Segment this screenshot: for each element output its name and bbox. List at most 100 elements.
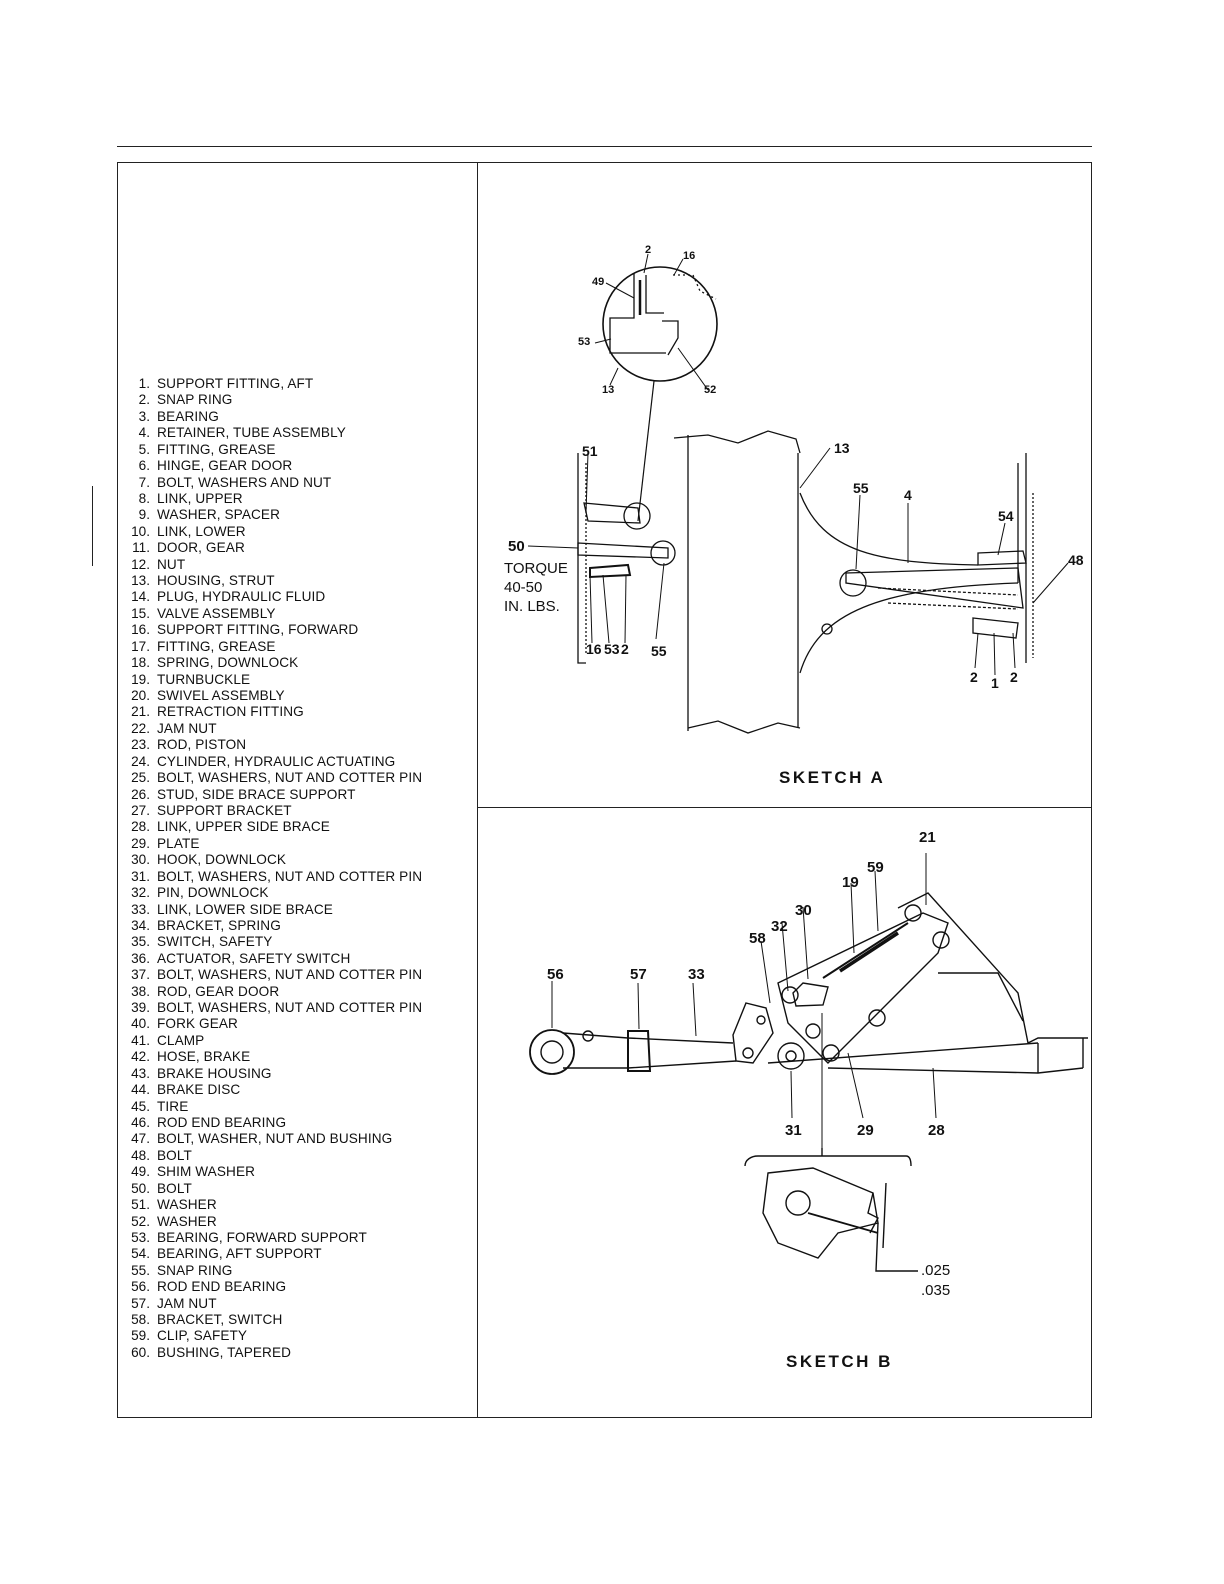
part-number: 45. xyxy=(131,1098,150,1114)
parts-list-item: 55.SNAP RING xyxy=(120,1263,470,1279)
part-number: 22. xyxy=(131,720,150,736)
callout-13: 13 xyxy=(834,440,850,456)
parts-list-item: 34.BRACKET, SPRING xyxy=(120,918,470,934)
callout-2-c: 2 xyxy=(1010,669,1018,685)
part-name: SNAP RING xyxy=(157,1262,233,1278)
sketch-a-leaders xyxy=(527,253,1069,676)
part-number: 6. xyxy=(138,458,150,474)
parts-list-item: 13. HOUSING, STRUT xyxy=(120,573,470,589)
parts-list-item: 32.PIN, DOWNLOCK xyxy=(120,885,470,901)
part-number: 13. xyxy=(131,573,150,589)
parts-list-item: 14.PLUG, HYDRAULIC FLUID xyxy=(120,589,470,605)
parts-list-item: 4.RETAINER, TUBE ASSEMBLY xyxy=(120,425,470,441)
part-name: ROD END BEARING xyxy=(157,1279,287,1295)
parts-list-item: 11.DOOR, GEAR xyxy=(120,540,470,556)
torque-line-1: TORQUE xyxy=(504,560,568,577)
callout-48: 48 xyxy=(1068,552,1084,568)
callout-29: 29 xyxy=(857,1122,874,1139)
part-number: 31. xyxy=(131,868,150,884)
parts-list-item: 36.ACTUATOR, SAFETY SWITCH xyxy=(120,951,470,967)
callout-16: 16 xyxy=(586,641,602,657)
parts-list-item: 33.LINK, LOWER SIDE BRACE xyxy=(120,902,470,918)
callout-19: 19 xyxy=(842,874,859,891)
part-name: BEARING, AFT SUPPORT xyxy=(157,1246,322,1262)
part-number: 7. xyxy=(138,474,150,490)
side-brace-linkage xyxy=(529,892,1088,1075)
parts-list-item: 26.STUD, SIDE BRACE SUPPORT xyxy=(120,787,470,803)
parts-list-item: 2.SNAP RING xyxy=(120,392,470,408)
callout-32: 32 xyxy=(771,918,788,935)
part-name: RETAINER, TUBE ASSEMBLY xyxy=(157,425,346,441)
part-number: 54. xyxy=(131,1246,150,1262)
parts-list-item: 29.PLATE xyxy=(120,836,470,852)
parts-list-item: 31.BOLT, WASHERS, NUT AND COTTER PIN xyxy=(120,869,470,885)
part-name: WASHER xyxy=(157,1197,217,1213)
callout-31: 31 xyxy=(785,1122,802,1139)
part-number: 17. xyxy=(131,638,150,654)
callout-2-b: 2 xyxy=(970,669,978,685)
callout-30: 30 xyxy=(795,902,812,919)
part-name: HOUSING, STRUT xyxy=(157,573,275,589)
part-name: BRAKE DISC xyxy=(157,1082,241,1098)
parts-list-item: 60.BUSHING, TAPERED xyxy=(120,1345,470,1361)
parts-list-item: 49.SHIM WASHER xyxy=(120,1164,470,1180)
sketch-b-title: SKETCH B xyxy=(786,1352,893,1371)
part-number: 60. xyxy=(131,1344,150,1360)
sketch-b xyxy=(529,853,1088,1272)
callout-52: 52 xyxy=(704,384,716,396)
parts-list-item: 38. ROD, GEAR DOOR xyxy=(120,984,470,1000)
part-number: 16. xyxy=(131,622,150,638)
part-number: 36. xyxy=(131,950,150,966)
part-number: 41. xyxy=(131,1032,150,1048)
part-number: 11. xyxy=(132,540,150,556)
part-number: 38. xyxy=(131,983,150,999)
part-number: 18. xyxy=(131,655,150,671)
part-number: 59. xyxy=(131,1328,150,1344)
callout-55-a: 55 xyxy=(651,643,667,659)
parts-list-item: 57.JAM NUT xyxy=(120,1296,470,1312)
parts-list-item: 50.BOLT xyxy=(120,1181,470,1197)
part-number: 21. xyxy=(131,704,150,720)
parts-list-item: 3.BEARING xyxy=(120,409,470,425)
parts-list-item: 42.HOSE, BRAKE xyxy=(120,1049,470,1065)
parts-list-item: 53.BEARING, FORWARD SUPPORT xyxy=(120,1230,470,1246)
callout-16-detail: 16 xyxy=(683,250,695,262)
callout-28: 28 xyxy=(928,1122,945,1139)
part-number: 24. xyxy=(131,753,150,769)
parts-list-item: 28.LINK, UPPER SIDE BRACE xyxy=(120,819,470,835)
part-name: WASHER, SPACER xyxy=(157,507,281,523)
panel-divider-horizontal xyxy=(477,807,1092,808)
part-number: 56. xyxy=(131,1279,150,1295)
part-number: 46. xyxy=(131,1114,150,1130)
part-number: 33. xyxy=(131,901,150,917)
parts-list-item: 18.SPRING, DOWNLOCK xyxy=(120,655,470,671)
part-number: 28. xyxy=(131,819,150,835)
parts-list-item: 15.VALVE ASSEMBLY xyxy=(120,606,470,622)
part-name: BOLT, WASHER, NUT AND BUSHING xyxy=(157,1131,393,1147)
parts-list-item: 47.BOLT, WASHER, NUT AND BUSHING xyxy=(120,1131,470,1147)
parts-list-item: 9.WASHER, SPACER xyxy=(120,507,470,523)
panel-divider-vertical xyxy=(477,162,478,1418)
part-name: PLUG, HYDRAULIC FLUID xyxy=(157,589,326,605)
part-number: 8. xyxy=(138,490,150,506)
part-number: 5. xyxy=(138,441,150,457)
callout-55-b: 55 xyxy=(853,480,869,496)
callout-2-a: 2 xyxy=(621,641,629,657)
sketch-a xyxy=(527,253,1069,734)
parts-list-item: 6.HINGE, GEAR DOOR xyxy=(120,458,470,474)
part-name: HOSE, BRAKE xyxy=(157,1049,251,1065)
part-name: WASHER xyxy=(157,1213,217,1229)
part-name: ROD, GEAR DOOR xyxy=(157,983,280,999)
part-name: SWITCH, SAFETY xyxy=(157,934,273,950)
part-name: CYLINDER, HYDRAULIC ACTUATING xyxy=(157,753,396,769)
callout-59: 59 xyxy=(867,859,884,876)
part-name: FITTING, GREASE xyxy=(157,441,276,457)
part-number: 53. xyxy=(131,1229,150,1245)
callout-51: 51 xyxy=(582,443,598,459)
part-number: 49. xyxy=(131,1164,150,1180)
part-name: BOLT, WASHERS, NUT AND COTTER PIN xyxy=(157,770,423,786)
parts-list-item: 59.CLIP, SAFETY xyxy=(120,1328,470,1344)
parts-list-item: 16.SUPPORT FITTING, FORWARD xyxy=(120,622,470,638)
part-number: 3. xyxy=(138,408,150,424)
